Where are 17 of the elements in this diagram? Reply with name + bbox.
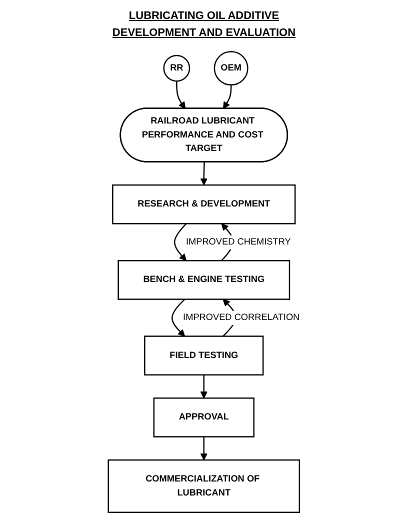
node-box: FIELD TESTING — [144, 336, 264, 376]
arrow — [176, 81, 186, 109]
arrow — [222, 84, 232, 109]
arrow — [172, 298, 186, 337]
arrow — [200, 162, 208, 186]
node-box: RESEARCH & DEVELOPMENT — [112, 184, 296, 224]
node-circle: RR — [163, 54, 190, 82]
node-box: BENCH & ENGINE TESTING — [118, 260, 290, 300]
arrow — [174, 223, 187, 261]
edge-label: IMPROVED CORRELATION — [183, 312, 300, 323]
diagram-title: LUBRICATING OIL ADDITIVE DEVELOPMENT AND EVALUATION — [111, 9, 297, 40]
node-box: COMMERCIALIZATION OF LUBRICANT — [108, 459, 300, 513]
node-box: APPROVAL — [153, 398, 254, 438]
arrow — [200, 374, 208, 398]
arrow — [200, 436, 208, 460]
edge-label: IMPROVED CHEMISTRY — [186, 236, 291, 247]
node-circle: OEM — [214, 51, 248, 86]
